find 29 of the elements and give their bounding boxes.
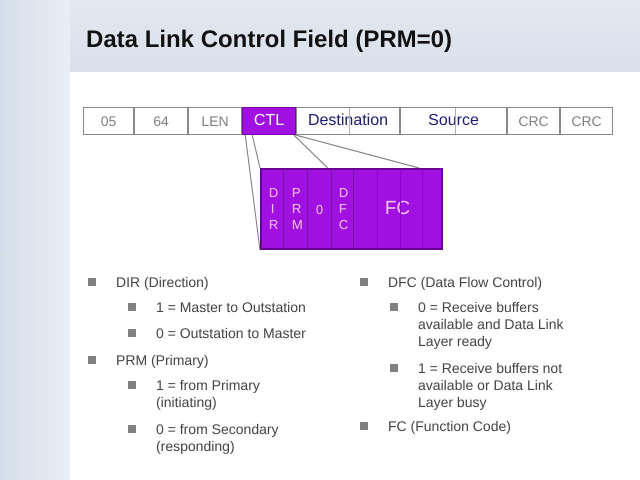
bullet-text: 0 = Outstation to Master [128, 325, 358, 342]
bullet-text: FC (Function Code) [360, 418, 620, 435]
bit-field-cell: FC [354, 170, 441, 248]
field-cell: Source [400, 107, 507, 135]
bullet-text: 1 = Receive buffers not available or Data Link Layer busy [390, 360, 590, 411]
bit-field-cell: 0 [308, 170, 332, 248]
field-cell: CRC [507, 107, 560, 135]
field-cell: CRC [560, 107, 613, 135]
field-cell: LEN [188, 107, 242, 135]
bit-field-cell: DFC [332, 170, 354, 248]
highlighted-field-cell: CTL [242, 107, 296, 135]
zoom-line [293, 134, 328, 168]
field-cell: Destination [296, 107, 400, 135]
bit-field-cell: PRM [284, 170, 308, 248]
bullet-text: DFC (Data Flow Control) [360, 274, 620, 291]
zoom-line [252, 134, 260, 168]
expanded-field-box [260, 168, 443, 250]
slide-title: Data Link Control Field (PRM=0) [86, 26, 452, 54]
bullet-text: PRM (Primary) [88, 352, 348, 369]
zoom-line [294, 134, 420, 168]
bullet-text: 0 = from Secondary (responding) [128, 421, 308, 455]
bullet-text: 1 = from Primary (initiating) [128, 377, 308, 411]
bit-field-cell: DIR [262, 170, 284, 248]
bullet-text: 1 = Master to Outstation [128, 299, 358, 316]
zoom-line [244, 134, 260, 250]
bullet-text: 0 = Receive buffers available and Data Link Layer ready [390, 299, 590, 350]
field-cell: 05 [83, 107, 134, 135]
bullet-text: DIR (Direction) [88, 274, 348, 291]
field-cell: 64 [134, 107, 188, 135]
